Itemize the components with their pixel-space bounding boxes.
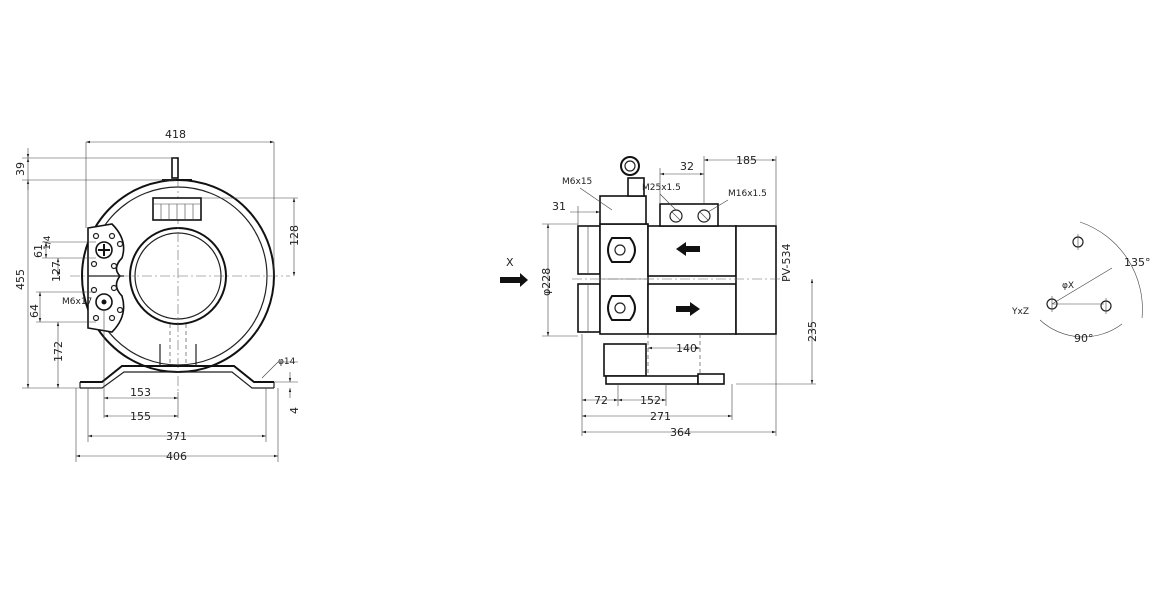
- motor-fan-cover: [735, 225, 777, 335]
- dim-72: 72: [594, 394, 608, 407]
- dim-140: 140: [676, 342, 697, 355]
- flow-arrow-left: [676, 242, 700, 256]
- arc-90: [1039, 319, 1123, 338]
- dim-31: 31: [552, 200, 566, 213]
- orientation-detail: 135° 90° φX YxZ: [1011, 221, 1151, 345]
- dim-thread: 1/4: [43, 235, 53, 250]
- upper-flange: [577, 225, 601, 275]
- flange-bolt-holes: [90, 232, 124, 322]
- dim-foot-153: 153: [130, 386, 151, 399]
- inlet-label: X: [506, 256, 514, 269]
- side-view: X M6x15 M: [500, 154, 819, 439]
- dim-base-height: 172: [52, 341, 65, 362]
- dim-eye-height: 39: [14, 162, 27, 176]
- dim-152: 152: [640, 394, 661, 407]
- flange-block: [87, 223, 125, 333]
- dim-base-406: 406: [166, 450, 187, 463]
- flow-arrow-right: [676, 302, 700, 316]
- dim-271: 271: [650, 410, 671, 423]
- terminal-box: [659, 203, 719, 227]
- dim-flange-61: 61: [32, 244, 45, 258]
- dim-port-height: 128: [288, 225, 301, 246]
- top-block: [599, 195, 647, 225]
- base-frame: [80, 365, 274, 383]
- dim-hole-dia: φ14: [278, 357, 296, 367]
- lower-channel: [607, 295, 636, 321]
- bracket: [603, 343, 647, 377]
- dim-total-height: 455: [14, 269, 27, 290]
- front-view: 418 39 455 128 61 1/4 127 64 M6x17 172 1…: [14, 128, 301, 463]
- lifting-eye: [171, 157, 179, 179]
- dim-32: 32: [680, 160, 694, 173]
- angle-90: 90°: [1074, 332, 1094, 345]
- arc-135: [1079, 221, 1143, 319]
- upper-channel: [607, 237, 636, 263]
- eyebolt-ring: [620, 156, 640, 176]
- base-foot: [697, 373, 725, 385]
- conduit-m16: [697, 209, 711, 223]
- port-ribs: [160, 204, 194, 220]
- angle-135: 135°: [1124, 256, 1151, 269]
- label-m25: M25x1.5: [642, 183, 681, 193]
- label-m6x15: M6x15: [562, 177, 592, 187]
- motor-label: PV-534: [780, 244, 793, 282]
- dim-foot-155: 155: [130, 410, 151, 423]
- dim-base-thk: 4: [288, 407, 301, 414]
- dim-flange-127: 127: [50, 261, 63, 282]
- dim-235: 235: [806, 321, 819, 342]
- dia-x: φX: [1062, 281, 1074, 291]
- dim-185: 185: [736, 154, 757, 167]
- base-plate: [605, 375, 699, 385]
- dim-364: 364: [670, 426, 691, 439]
- dim-flange-64: 64: [28, 304, 41, 318]
- label-m16: M16x1.5: [728, 189, 767, 199]
- eye-post: [627, 177, 645, 197]
- lower-flange: [577, 283, 601, 333]
- dim-foot-371: 371: [166, 430, 187, 443]
- bolt-label: M6x17: [62, 297, 92, 307]
- dim-dia-228: φ228: [540, 268, 553, 296]
- yxz-label: YxZ: [1011, 307, 1029, 317]
- dim-width-top: 418: [165, 128, 186, 141]
- inlet-arrow: [500, 273, 528, 287]
